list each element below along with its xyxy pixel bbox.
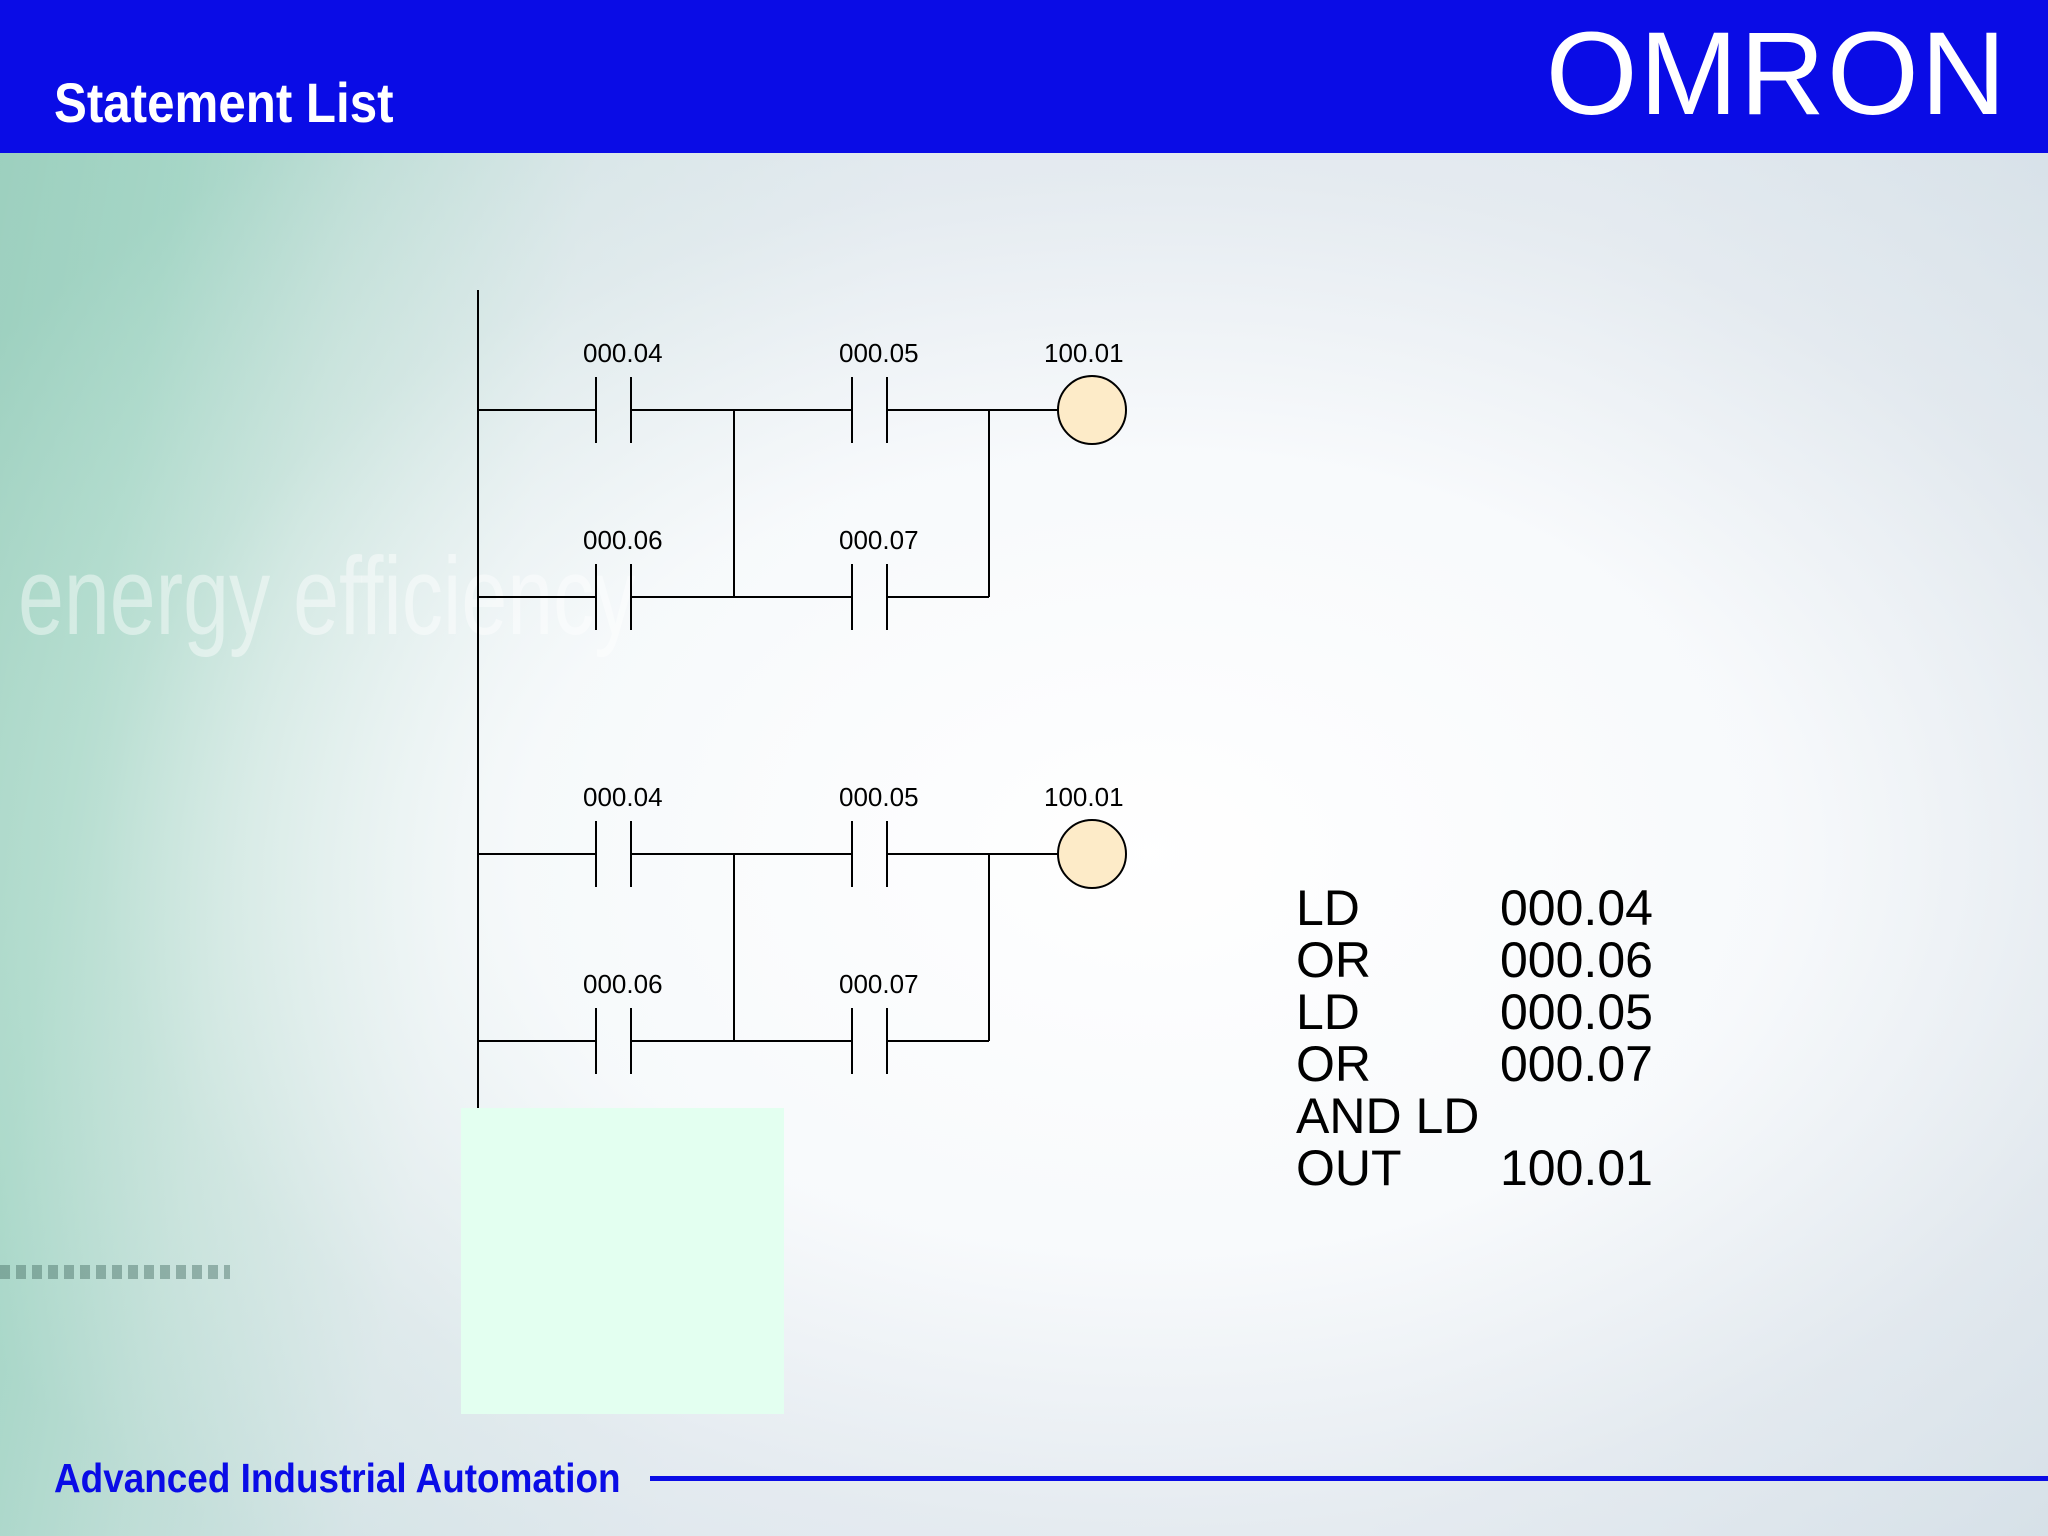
contact-label: 000.06 xyxy=(583,525,663,555)
instruction: OUT xyxy=(1296,1140,1402,1196)
page-title: Statement List xyxy=(54,71,394,134)
operand: 000.04 xyxy=(1500,880,1653,936)
contact-label: 000.04 xyxy=(583,782,663,812)
instruction: LD xyxy=(1296,984,1360,1040)
operand: 000.05 xyxy=(1500,984,1653,1040)
instruction: AND LD xyxy=(1296,1088,1480,1144)
rung-1 xyxy=(478,377,1058,630)
header-bar: Statement List OMRON xyxy=(0,0,2048,153)
operand: 000.07 xyxy=(1500,1036,1653,1092)
operand: 100.01 xyxy=(1500,1140,1653,1196)
contact-label: 000.05 xyxy=(839,782,919,812)
coil-label: 100.01 xyxy=(1044,338,1124,368)
instruction: OR xyxy=(1296,932,1371,988)
instruction: LD xyxy=(1296,880,1360,936)
background: energy efficiency xyxy=(0,153,2048,1536)
footer-title: Advanced Industrial Automation xyxy=(54,1455,621,1501)
contact-label: 000.06 xyxy=(583,969,663,999)
footer-divider xyxy=(650,1476,2048,1481)
coil-label: 100.01 xyxy=(1044,782,1124,812)
rung-2 xyxy=(478,821,1058,1074)
contact-label: 000.04 xyxy=(583,338,663,368)
coil-icon xyxy=(1057,375,1127,445)
contact-label: 000.05 xyxy=(839,338,919,368)
instruction: OR xyxy=(1296,1036,1371,1092)
omron-logo: OMRON xyxy=(1545,8,2008,140)
coil-icon xyxy=(1057,819,1127,889)
contact-label: 000.07 xyxy=(839,969,919,999)
contact-label: 000.07 xyxy=(839,525,919,555)
background-decoration xyxy=(0,1265,230,1279)
highlight-box xyxy=(461,1108,784,1414)
operand: 000.06 xyxy=(1500,932,1653,988)
